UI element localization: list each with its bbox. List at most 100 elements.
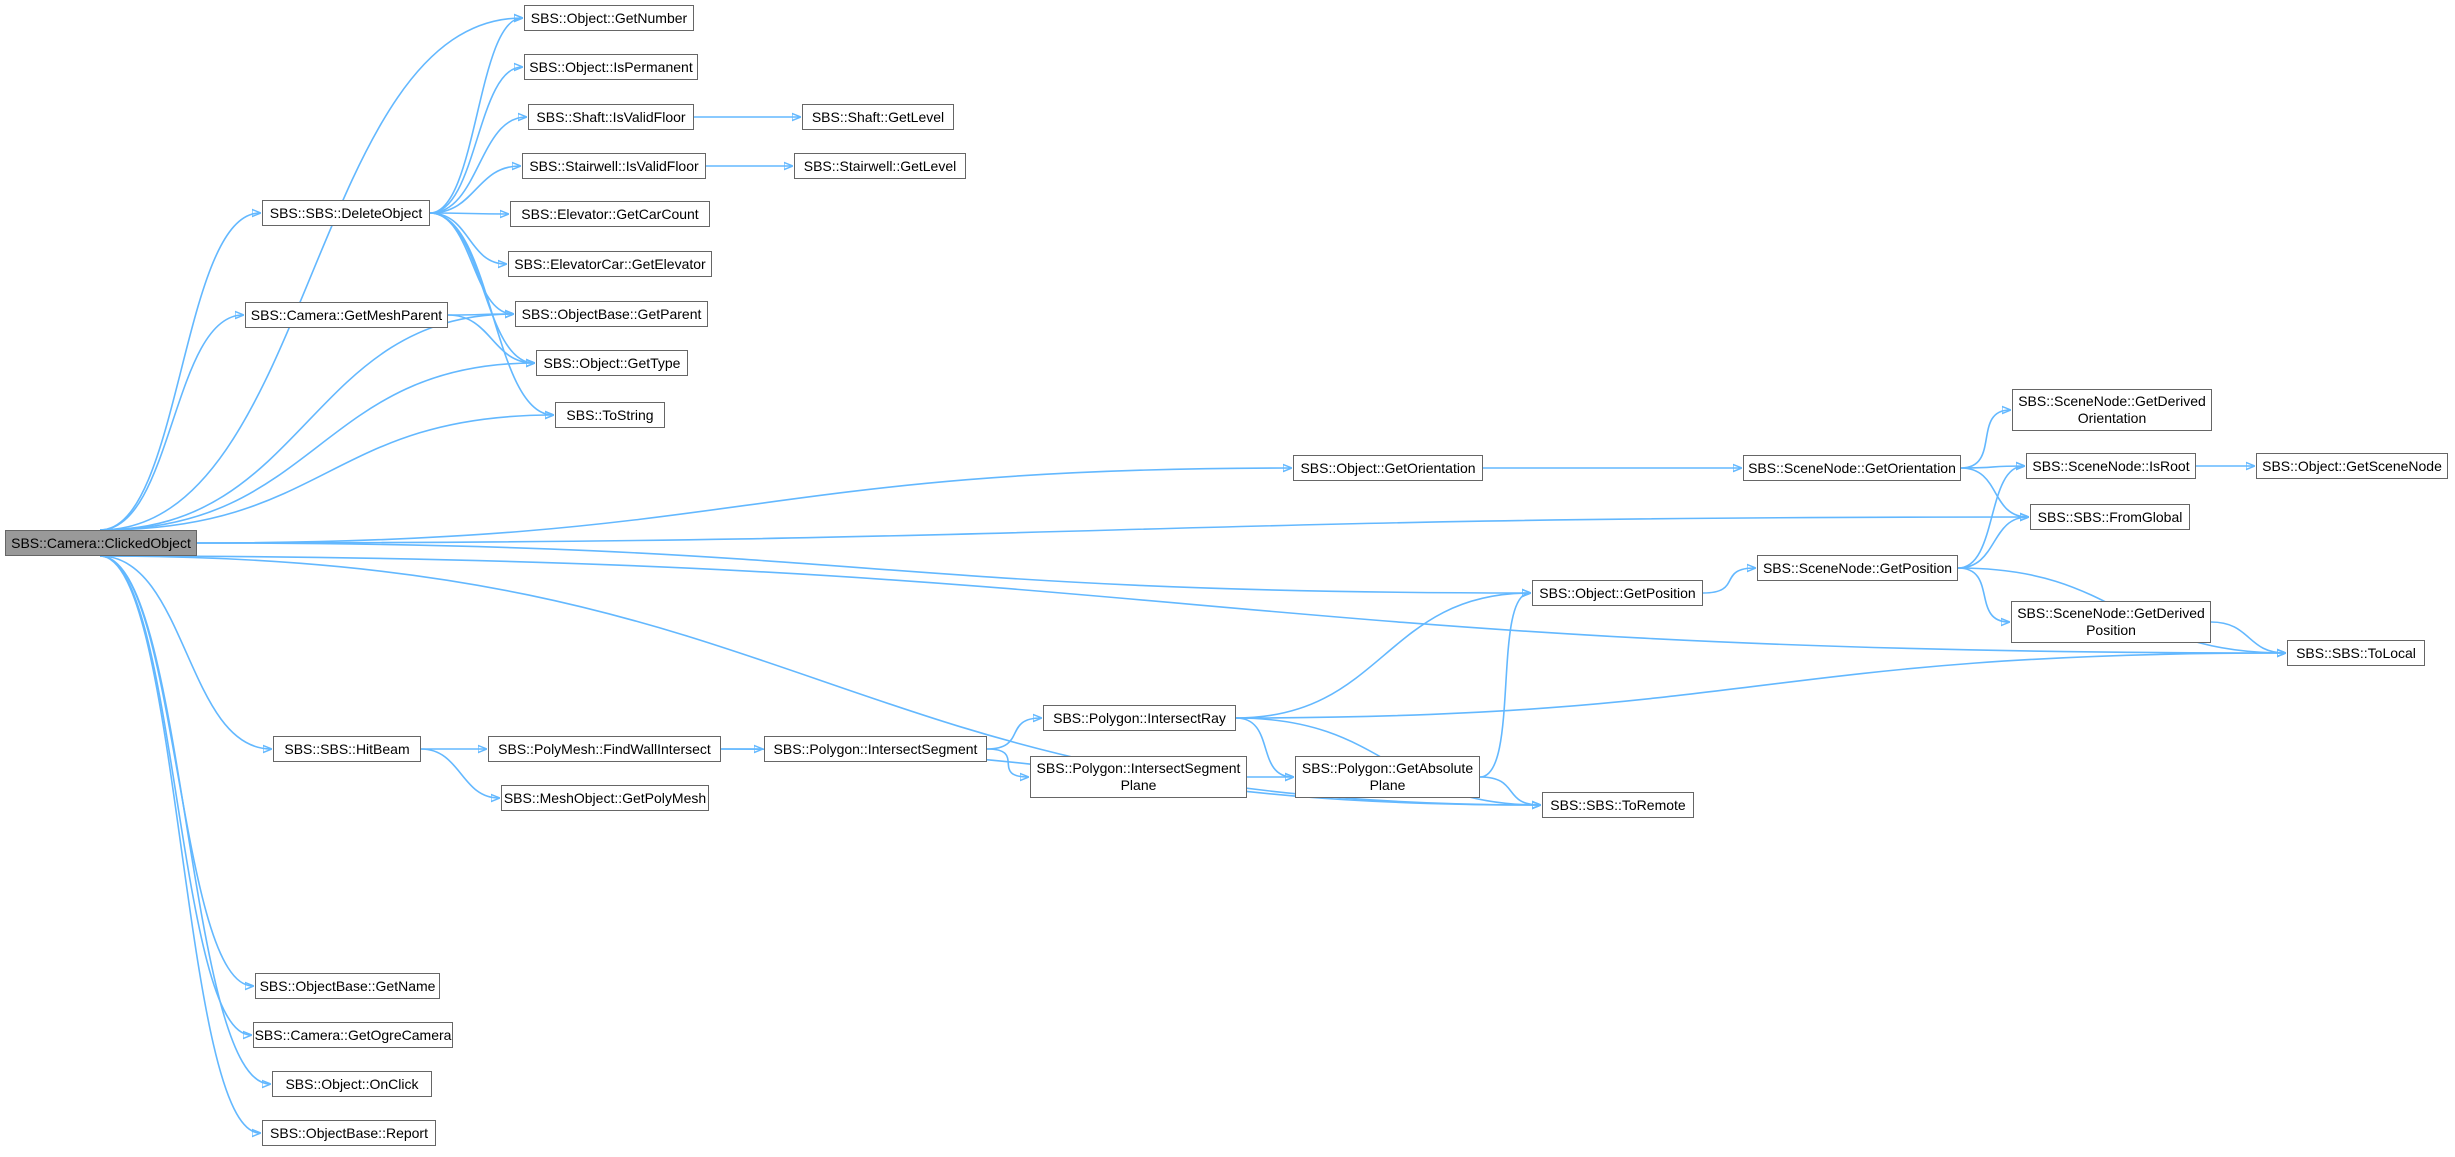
node-stairwell-get-level[interactable]: SBS::Stairwell::GetLevel bbox=[794, 153, 966, 179]
node-label-line: Plane bbox=[1369, 777, 1406, 793]
node-label-line: SBS::SceneNode::GetOrientation bbox=[1748, 459, 1956, 476]
edge-scenenode_get_position-to-scenenode_get_derived_position bbox=[1957, 567, 2009, 622]
edge-clicked_object-to-on_click bbox=[99, 555, 270, 1084]
node-object-get-position[interactable]: SBS::Object::GetPosition bbox=[1532, 580, 1703, 606]
node-objectbase-get-name[interactable]: SBS::ObjectBase::GetName bbox=[255, 973, 440, 999]
node-camera-get-mesh-parent[interactable]: SBS::Camera::GetMeshParent bbox=[245, 302, 448, 328]
edge-get_mesh_parent-to-get_parent bbox=[447, 314, 513, 315]
edge-delete_object-to-is_permanent bbox=[429, 67, 522, 214]
edge-hit_beam-to-get_poly_mesh bbox=[420, 748, 499, 798]
edge-delete_object-to-shaft_is_valid_floor bbox=[429, 117, 526, 214]
edge-clicked_object-to-to_string bbox=[99, 415, 553, 531]
node-sbs-hit-beam[interactable]: SBS::SBS::HitBeam bbox=[273, 736, 421, 762]
node-label-line: SBS::ToString bbox=[566, 406, 654, 423]
edge-clicked_object-to-delete_object bbox=[99, 213, 260, 531]
node-polygon-intersect-ray[interactable]: SBS::Polygon::IntersectRay bbox=[1043, 705, 1236, 731]
edge-clicked_object-to-get_number bbox=[99, 18, 522, 531]
edge-delete_object-to-get_elevator bbox=[429, 212, 506, 264]
node-label-line: SBS::SBS::HitBeam bbox=[284, 740, 410, 757]
node-meshobject-get-poly-mesh[interactable]: SBS::MeshObject::GetPolyMesh bbox=[501, 785, 709, 811]
node-objectbase-get-parent[interactable]: SBS::ObjectBase::GetParent bbox=[515, 301, 708, 327]
edge-clicked_object-to-report bbox=[99, 555, 260, 1133]
node-stairwell-is-valid-floor[interactable]: SBS::Stairwell::IsValidFloor bbox=[522, 153, 706, 179]
edge-scenenode_get_orientation-to-scenenode_get_derived_orientation bbox=[1960, 410, 2010, 469]
node-label-line: SBS::ElevatorCar::GetElevator bbox=[514, 255, 706, 272]
node-label-line: SBS::SBS::DeleteObject bbox=[269, 204, 423, 221]
node-object-on-click[interactable]: SBS::Object::OnClick bbox=[272, 1071, 432, 1097]
node-sbs-to-string[interactable]: SBS::ToString bbox=[555, 402, 665, 428]
node-label-line: Plane bbox=[1120, 777, 1157, 793]
node-label-line: SBS::Polygon::IntersectSegment bbox=[1036, 760, 1241, 776]
node-label-line: SBS::Shaft::GetLevel bbox=[811, 108, 945, 125]
edge-scenenode_get_orientation-to-scenenode_is_root bbox=[1960, 466, 2024, 468]
node-label-line: SBS::SceneNode::GetPosition bbox=[1762, 559, 1953, 576]
node-sbs-to-local[interactable]: SBS::SBS::ToLocal bbox=[2287, 640, 2425, 666]
node-label-line: SBS::Camera::GetOgreCamera bbox=[254, 1026, 452, 1043]
edge-clicked_object-to-hit_beam bbox=[99, 555, 271, 749]
edge-clicked_object-to-get_type bbox=[99, 363, 534, 531]
node-label-line: SBS::Object::GetType bbox=[543, 354, 681, 371]
node-label-line: SBS::Shaft::IsValidFloor bbox=[536, 108, 686, 125]
edge-polygon_intersect_ray-to-polygon_get_absolute_plane bbox=[1235, 717, 1293, 777]
edge-delete_object-to-get_car_count bbox=[429, 213, 508, 214]
node-label-line: SBS::Polygon::GetAbsolute bbox=[1301, 760, 1474, 776]
edge-polygon_intersect_ray-to-object_get_position bbox=[1235, 593, 1530, 719]
edge-delete_object-to-stairwell_is_valid_floor bbox=[429, 166, 520, 214]
node-scenenode-is-root[interactable]: SBS::SceneNode::IsRoot bbox=[2026, 453, 2196, 479]
node-polymesh-find-wall-intersect[interactable]: SBS::PolyMesh::FindWallIntersect bbox=[488, 736, 721, 762]
node-label-line: SBS::SceneNode::IsRoot bbox=[2032, 457, 2190, 474]
node-scenenode-get-orientation[interactable]: SBS::SceneNode::GetOrientation bbox=[1743, 455, 1961, 481]
node-object-get-scene-node[interactable]: SBS::Object::GetSceneNode bbox=[2256, 453, 2448, 479]
node-label-line: SBS::ObjectBase::Report bbox=[270, 1124, 428, 1141]
edge-scenenode_get_position-to-scenenode_is_root bbox=[1957, 466, 2024, 569]
node-shaft-is-valid-floor[interactable]: SBS::Shaft::IsValidFloor bbox=[528, 104, 694, 130]
node-elevator-get-car-count[interactable]: SBS::Elevator::GetCarCount bbox=[510, 201, 710, 227]
node-label-line: SBS::SBS::ToRemote bbox=[1550, 796, 1686, 813]
node-label-line: SBS::Polygon::IntersectSegment bbox=[773, 740, 978, 757]
edge-polygon_get_absolute_plane-to-object_get_position bbox=[1479, 593, 1530, 778]
edge-clicked_object-to-to_remote bbox=[99, 555, 1540, 805]
node-object-get-number[interactable]: SBS::Object::GetNumber bbox=[524, 5, 694, 31]
edge-clicked_object-to-get_mesh_parent bbox=[99, 315, 243, 531]
node-label-line: SBS::MeshObject::GetPolyMesh bbox=[503, 789, 707, 806]
edge-clicked_object-to-get_name bbox=[99, 555, 253, 986]
node-elevatorcar-get-elevator[interactable]: SBS::ElevatorCar::GetElevator bbox=[508, 251, 712, 277]
edge-scenenode_get_derived_position-to-to_local bbox=[2210, 621, 2285, 653]
node-label-line: SBS::ObjectBase::GetParent bbox=[521, 305, 702, 322]
edge-clicked_object-to-object_get_position bbox=[196, 542, 1530, 593]
node-camera-clicked-object[interactable]: SBS::Camera::ClickedObject bbox=[5, 530, 197, 556]
node-object-is-permanent[interactable]: SBS::Object::IsPermanent bbox=[524, 54, 698, 80]
node-shaft-get-level[interactable]: SBS::Shaft::GetLevel bbox=[802, 104, 954, 130]
node-label-line: SBS::Elevator::GetCarCount bbox=[521, 205, 699, 222]
edge-clicked_object-to-object_get_orientation bbox=[196, 468, 1291, 544]
node-sbs-to-remote[interactable]: SBS::SBS::ToRemote bbox=[1542, 792, 1694, 818]
node-polygon-intersect-segment[interactable]: SBS::Polygon::IntersectSegment bbox=[764, 736, 987, 762]
node-label-line: SBS::Object::IsPermanent bbox=[529, 58, 693, 75]
node-object-get-type[interactable]: SBS::Object::GetType bbox=[536, 350, 688, 376]
node-sbs-from-global[interactable]: SBS::SBS::FromGlobal bbox=[2030, 504, 2190, 530]
edge-object_get_position-to-scenenode_get_position bbox=[1702, 568, 1755, 594]
node-object-get-orientation[interactable]: SBS::Object::GetOrientation bbox=[1293, 455, 1483, 481]
edge-clicked_object-to-from_global bbox=[196, 517, 2028, 544]
edge-delete_object-to-get_type bbox=[429, 212, 534, 363]
node-label-line: SBS::Object::GetNumber bbox=[530, 9, 688, 26]
node-objectbase-report[interactable]: SBS::ObjectBase::Report bbox=[262, 1120, 436, 1146]
node-label-line: SBS::ObjectBase::GetName bbox=[259, 977, 436, 994]
edge-scenenode_get_position-to-from_global bbox=[1957, 517, 2028, 569]
node-label-line: Position bbox=[2086, 622, 2136, 638]
node-scenenode-get-position[interactable]: SBS::SceneNode::GetPosition bbox=[1757, 555, 1958, 581]
edge-polygon_intersect_segment-to-polygon_intersect_ray bbox=[986, 718, 1041, 750]
node-camera-get-ogre-camera[interactable]: SBS::Camera::GetOgreCamera bbox=[253, 1022, 453, 1048]
node-label-line: SBS::Camera::GetMeshParent bbox=[250, 306, 443, 323]
node-label-line: SBS::SBS::ToLocal bbox=[2296, 644, 2416, 661]
edge-polygon_get_absolute_plane-to-to_remote bbox=[1479, 776, 1540, 805]
node-label-line: SBS::Polygon::IntersectRay bbox=[1053, 709, 1226, 726]
node-label-line: SBS::Stairwell::GetLevel bbox=[803, 157, 957, 174]
node-sbs-delete-object[interactable]: SBS::SBS::DeleteObject bbox=[262, 200, 430, 226]
edge-clicked_object-to-get_parent bbox=[99, 314, 513, 531]
